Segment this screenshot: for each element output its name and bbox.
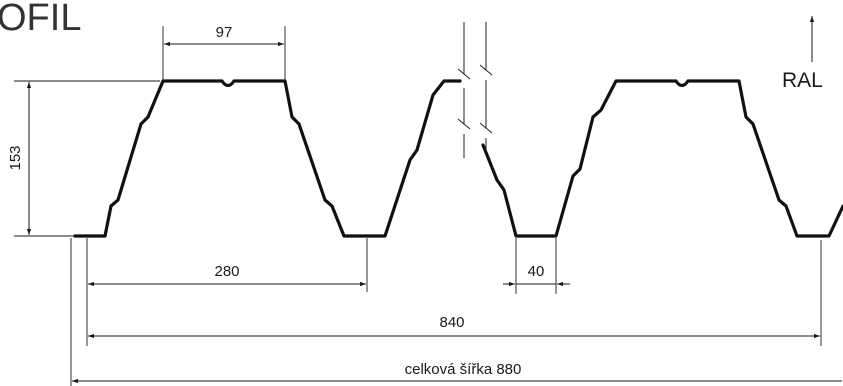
bottom-flange-label: 40 — [528, 263, 545, 280]
dimension-total-width: celková šířka 880 — [70, 238, 842, 386]
ral-label: RAL — [782, 69, 823, 92]
ral-finish-marker: RAL — [782, 16, 823, 92]
pitch-label: 280 — [214, 263, 239, 280]
total-width-label: celková šířka 880 — [405, 361, 522, 378]
trapezoid-profile-left — [73, 79, 462, 238]
dimension-height: 153 — [7, 80, 160, 237]
coverage-width-label: 840 — [439, 314, 464, 331]
dimension-coverage-width: 840 — [86, 240, 822, 346]
title-fragment: OFIL — [0, 0, 81, 39]
height-label: 153 — [7, 145, 24, 170]
break-lines — [457, 22, 493, 158]
dimension-bottom-flange: 40 — [503, 238, 570, 294]
dimension-top-flange: 97 — [162, 24, 286, 80]
trapezoid-profile-right — [481, 79, 843, 238]
dimension-pitch: 280 — [86, 238, 368, 292]
top-flange-label: 97 — [216, 24, 233, 41]
